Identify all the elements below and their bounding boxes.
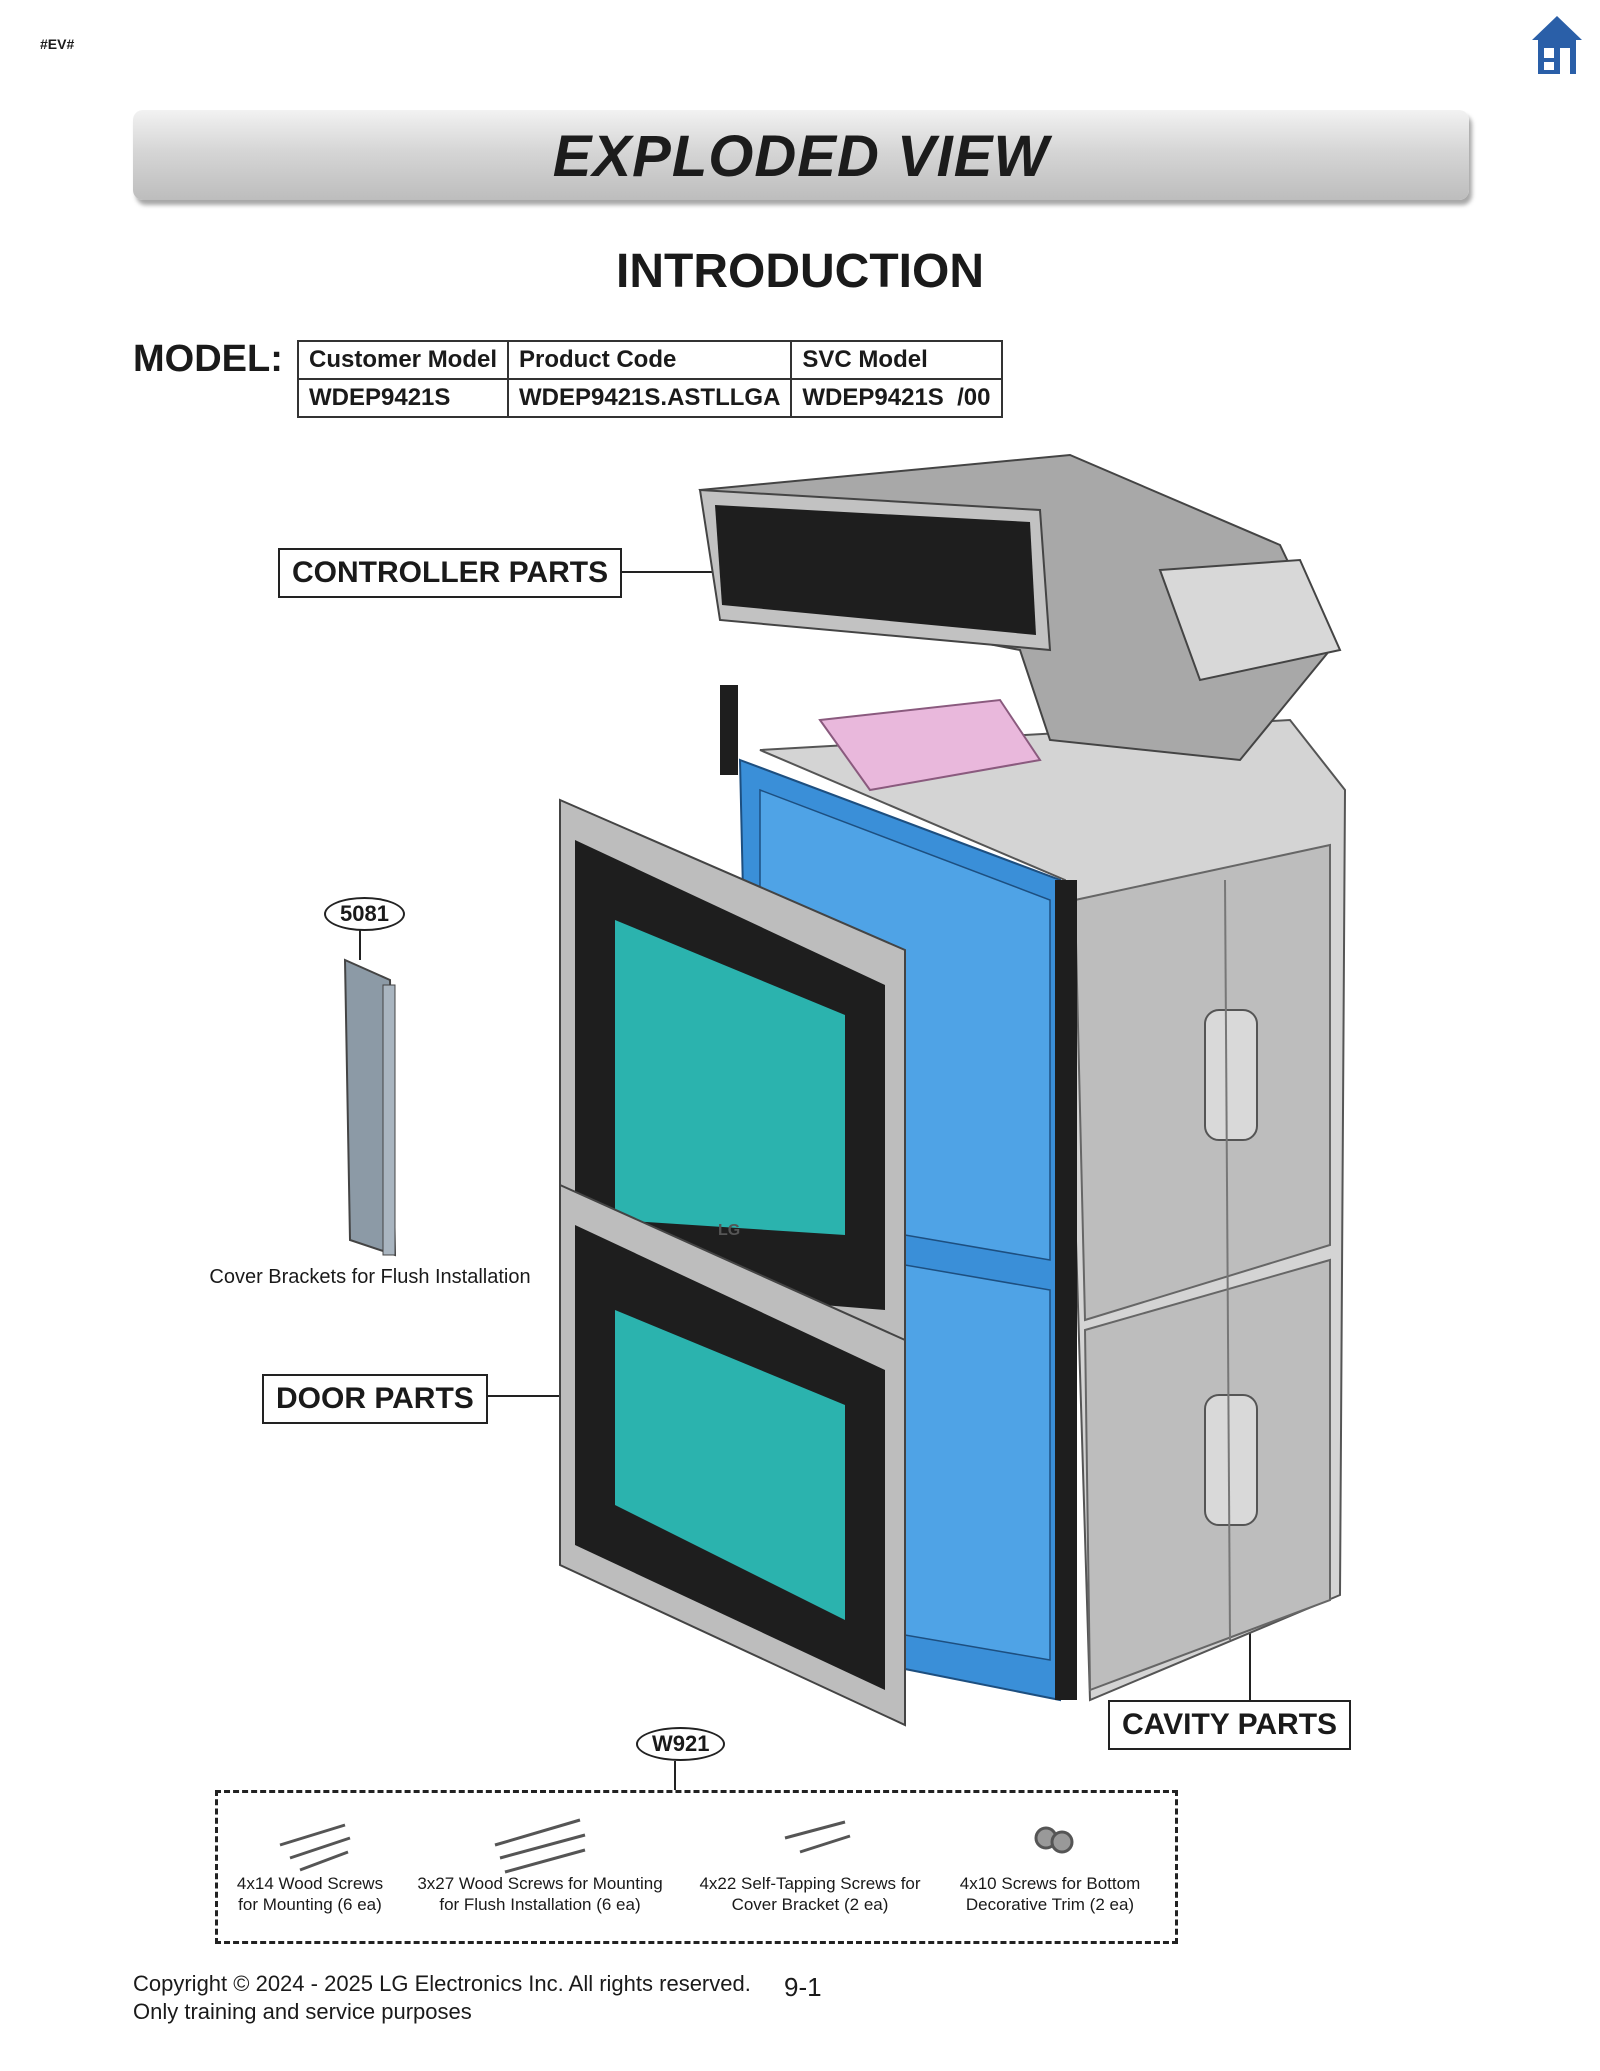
bracket-caption: Cover Brackets for Flush Installation	[209, 1266, 531, 1288]
caption-line: for Flush Installation (6 ea)	[439, 1895, 641, 1914]
caption-line: 4x22 Self-Tapping Screws for	[699, 1874, 921, 1893]
part-number-5081[interactable]: 5081	[324, 897, 405, 931]
caption-line: 4x10 Screws for Bottom	[959, 1874, 1141, 1893]
screw-caption: 4x14 Wood Screws for Mounting (6 ea)	[225, 1873, 395, 1915]
cavity-body	[759, 718, 1347, 1702]
table-cell: WDEP9421S	[296, 378, 510, 418]
page-number: 9-1	[784, 1972, 822, 2002]
caption-line: 4x14 Wood Screws	[236, 1874, 384, 1893]
screw-caption: 3x27 Wood Screws for Mounting for Flush …	[410, 1873, 670, 1915]
copyright-footer: Copyright © 2024 - 2025 LG Electronics I…	[133, 1970, 751, 2026]
caption-line: Cover Bracket (2 ea)	[731, 1895, 889, 1914]
part-number-w921[interactable]: W921	[636, 1727, 726, 1761]
table-row: WDEP9421S WDEP9421S.ASTLLGA WDEP9421S /0…	[296, 378, 1003, 418]
screw-caption: 4x22 Self-Tapping Screws for Cover Brack…	[690, 1873, 930, 1915]
table-header: SVC Model	[790, 340, 1003, 380]
door-lower	[559, 1183, 906, 1727]
banner-title: EXPLODED VIEW	[552, 124, 1050, 189]
table-header: Product Code	[507, 340, 793, 380]
cavity-parts-label[interactable]: CAVITY PARTS	[1108, 1700, 1352, 1750]
model-label: MODEL:	[133, 338, 283, 380]
model-table: Customer Model Product Code SVC Model WD…	[296, 340, 1003, 418]
controller-parts-label[interactable]: CONTROLLER PARTS	[278, 548, 623, 598]
home-icon[interactable]	[1530, 14, 1584, 76]
cover-bracket-5081	[343, 958, 397, 1257]
caption-line: Decorative Trim (2 ea)	[965, 1895, 1135, 1914]
controller-assembly	[698, 453, 1342, 762]
pink-module	[818, 698, 1042, 792]
door-parts-label[interactable]: DOOR PARTS	[262, 1374, 488, 1424]
screw-icons	[279, 1818, 1074, 1874]
table-header: Customer Model	[296, 340, 510, 380]
table-cell: WDEP9421S /00	[790, 378, 1003, 418]
door-upper	[559, 798, 906, 1342]
lg-logo: LG	[718, 1222, 741, 1239]
caption-line: 3x27 Wood Screws for Mounting	[417, 1874, 663, 1893]
screw-caption: 4x10 Screws for Bottom Decorative Trim (…	[945, 1873, 1155, 1915]
copyright-text: Copyright © 2024 - 2025 LG Electronics I…	[133, 1971, 751, 1996]
screw-kit-box	[215, 1790, 1178, 1944]
table-row: Customer Model Product Code SVC Model	[296, 340, 1003, 380]
section-title: INTRODUCTION	[616, 245, 984, 298]
caption-line: for Mounting (6 ea)	[238, 1895, 382, 1914]
page-tag: #EV#	[40, 36, 75, 52]
table-cell: WDEP9421S.ASTLLGA	[507, 378, 793, 418]
title-banner: EXPLODED VIEW	[133, 110, 1469, 200]
usage-notice: Only training and service purposes	[133, 1999, 472, 2024]
